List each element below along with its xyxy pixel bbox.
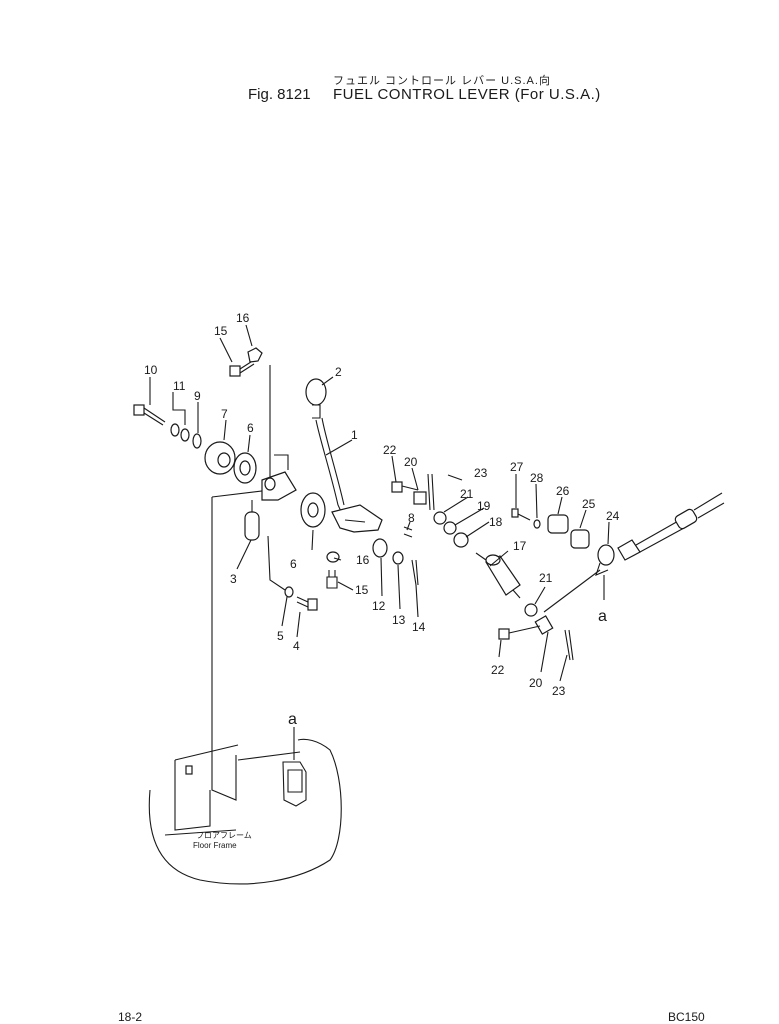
callout-14: 14	[412, 620, 426, 634]
damper-17	[475, 552, 521, 599]
model-code: BC150	[668, 1010, 705, 1024]
floor-frame	[148, 497, 342, 885]
floor-frame-en-label: Floor Frame	[193, 841, 237, 850]
callout-25: 25	[582, 497, 596, 511]
callout-10: 10	[144, 363, 158, 377]
bolt-4	[296, 596, 318, 611]
page-title: FUEL CONTROL LEVER (For U.S.A.)	[333, 86, 601, 103]
callout-17: 17	[513, 539, 527, 553]
callout-15-top: 15	[214, 324, 228, 338]
leader-lines	[149, 324, 610, 760]
callout-19: 19	[477, 499, 491, 513]
callout-6-top: 6	[247, 421, 254, 435]
callout-16-top: 16	[236, 311, 250, 325]
callout-8: 8	[408, 511, 415, 525]
callout-6-bottom: 6	[290, 557, 297, 571]
joint-upper	[391, 473, 463, 511]
callout-3: 3	[230, 572, 237, 586]
callout-13: 13	[392, 613, 406, 627]
page-number: 18-2	[118, 1010, 143, 1024]
callout-7: 7	[221, 407, 228, 421]
callout-22-top: 22	[383, 443, 397, 457]
bolt-10	[133, 404, 166, 426]
fuel-lever-rod	[315, 417, 383, 533]
callout-24: 24	[606, 509, 620, 523]
callout-21-bottom: 21	[539, 571, 553, 585]
callout-a-floor: a	[288, 711, 297, 728]
callout-5: 5	[277, 629, 284, 643]
callout-28: 28	[530, 471, 544, 485]
callout-18: 18	[489, 515, 503, 529]
callout-20-bottom: 20	[529, 676, 543, 690]
callout-20-top: 20	[404, 455, 418, 469]
control-cable	[617, 492, 725, 561]
bolt-15-bottom	[326, 570, 338, 589]
callout-15-bottom: 15	[355, 583, 369, 597]
figure-number: Fig. 8121	[248, 86, 311, 103]
callout-11: 11	[173, 379, 186, 393]
callout-12: 12	[372, 599, 386, 613]
callout-21-top: 21	[460, 487, 474, 501]
callout-2: 2	[335, 365, 342, 379]
callout-22-bottom: 22	[491, 663, 505, 677]
callout-1: 1	[351, 428, 358, 442]
japanese-title: フュエル コントロール レバー U.S.A.向	[333, 75, 551, 87]
lever-knob	[305, 378, 327, 406]
callout-26: 26	[556, 484, 570, 498]
callout-27: 27	[510, 460, 524, 474]
callout-16-bottom: 16	[356, 553, 370, 567]
callout-9: 9	[194, 389, 201, 403]
callout-4: 4	[293, 639, 300, 653]
callout-23-top: 23	[474, 466, 488, 480]
callout-23-bottom: 23	[552, 684, 566, 698]
callout-a-cable: a	[598, 608, 607, 625]
floor-frame-jp-label: フロアフレーム	[196, 831, 252, 840]
pivot-3	[244, 500, 286, 591]
